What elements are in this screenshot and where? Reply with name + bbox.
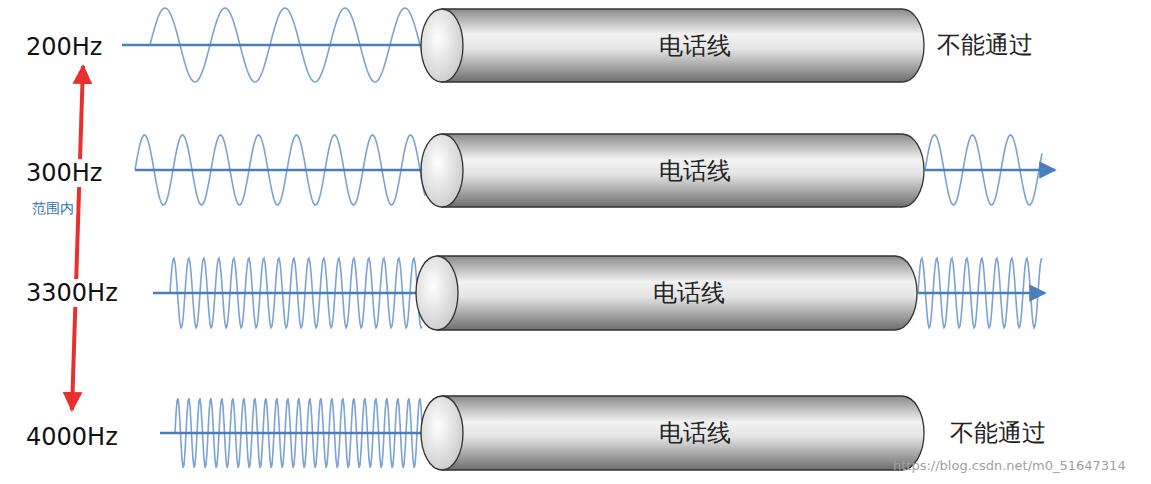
range-arrow bbox=[72, 66, 83, 410]
frequency-label: 3300Hz bbox=[24, 279, 120, 307]
frequency-label: 300Hz bbox=[24, 159, 104, 187]
phone-line-cable: 电话线 bbox=[420, 395, 925, 471]
phone-line-cable: 电话线 bbox=[415, 255, 918, 331]
phone-line-cable: 电话线 bbox=[420, 133, 925, 208]
signal-arrow bbox=[160, 432, 440, 435]
blocked-note: 不能通过 bbox=[937, 29, 1033, 61]
frequency-label: 200Hz bbox=[24, 33, 104, 61]
cable-label: 电话线 bbox=[653, 277, 725, 309]
phone-line-cable: 电话线 bbox=[420, 8, 925, 83]
blocked-note: 不能通过 bbox=[950, 417, 1046, 449]
signal-arrow bbox=[135, 169, 440, 172]
watermark: https://blog.csdn.net/m0_51647314 bbox=[893, 458, 1126, 473]
cable-label: 电话线 bbox=[659, 417, 731, 449]
signal-arrow bbox=[925, 169, 1055, 172]
cable-label: 电话线 bbox=[659, 30, 731, 62]
signal-arrow bbox=[122, 44, 442, 47]
signal-arrow bbox=[918, 292, 1045, 295]
signal-arrow bbox=[153, 292, 440, 295]
frequency-label: 4000Hz bbox=[24, 423, 120, 451]
range-note: 范围内 bbox=[30, 200, 76, 218]
cable-label: 电话线 bbox=[659, 155, 731, 187]
